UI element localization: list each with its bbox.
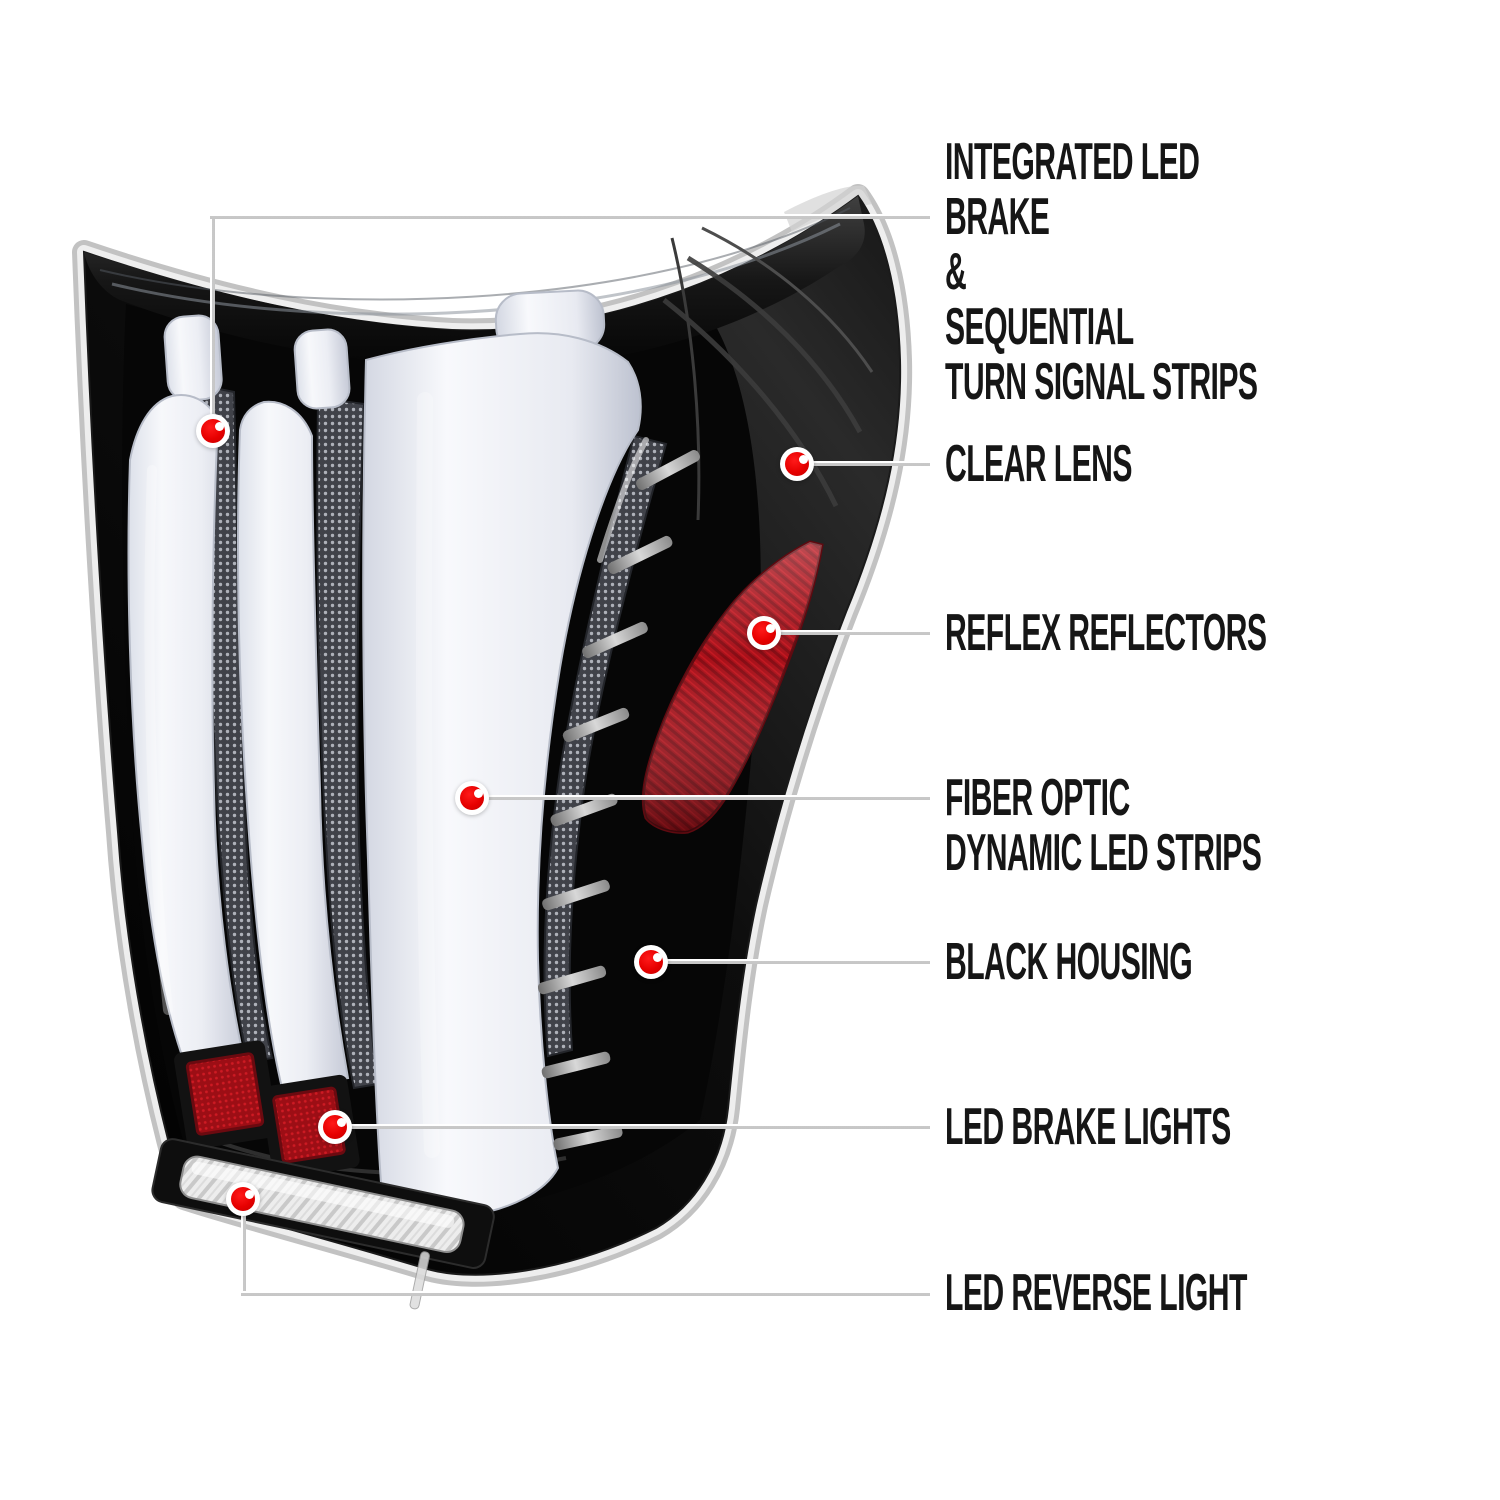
led-reverse-light-bar [151,1138,495,1310]
reflex-reflector [641,540,824,834]
housing-slats [537,450,700,1151]
white-led-light-strips [127,289,642,1218]
